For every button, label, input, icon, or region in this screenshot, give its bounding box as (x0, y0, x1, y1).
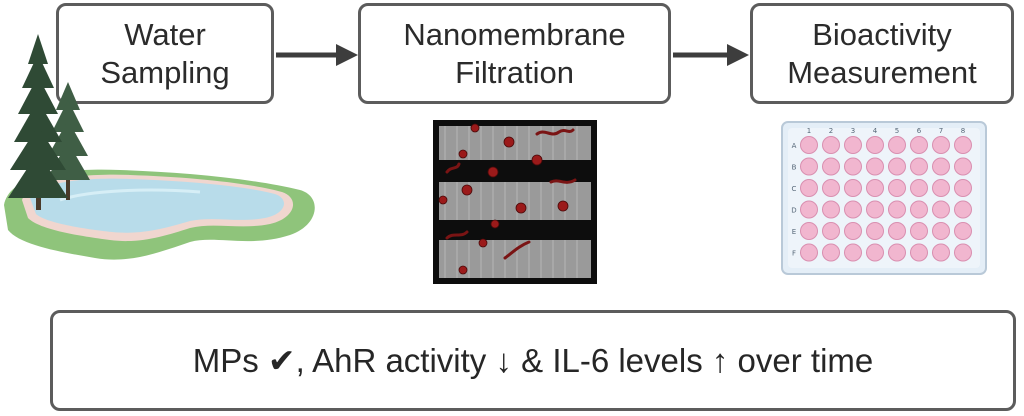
plate-well (866, 222, 884, 240)
plate-well (822, 179, 840, 197)
flow-arrow-1 (276, 44, 358, 66)
plate-well (954, 157, 972, 176)
plate-well (954, 200, 972, 219)
down-arrow-icon: ↓ (495, 341, 512, 379)
nanomembrane-filtration-box: Nanomembrane Filtration (358, 3, 671, 104)
plate-well (822, 200, 840, 219)
plate-well (866, 200, 884, 219)
nanomembrane-filtration-line2: Filtration (455, 54, 574, 90)
plate-row-label: D (791, 207, 796, 215)
bioactivity-measurement-box: Bioactivity Measurement (750, 3, 1014, 104)
plate-column-label: 6 (917, 127, 922, 135)
plate-well (844, 157, 862, 176)
plate-well (800, 200, 818, 219)
plate-well (844, 222, 862, 240)
plate-row-label: B (792, 164, 797, 172)
water-sampling-line2: Sampling (100, 54, 230, 90)
plate-column-label: 2 (829, 127, 833, 135)
plate-well (800, 136, 818, 154)
plate-well (932, 243, 950, 262)
plate-well (910, 136, 928, 154)
plate-well (954, 222, 972, 240)
plate-well (822, 222, 840, 240)
plate-row-label: E (792, 228, 796, 236)
plate-well (954, 243, 972, 262)
up-arrow-icon: ↑ (711, 341, 729, 379)
plate-well (844, 136, 862, 154)
plate-well (910, 200, 928, 219)
nanomembrane-micrograph-icon (433, 120, 597, 284)
plate-well (910, 179, 928, 197)
plate-well (932, 179, 950, 197)
conclusion-text-ahr: , AhR activity (295, 341, 496, 379)
plate-column-label: 5 (895, 127, 899, 135)
plate-well (888, 200, 906, 219)
plate-well (866, 243, 884, 262)
plate-well (822, 243, 840, 262)
plate-well (844, 179, 862, 197)
water-sampling-box: Water Sampling (56, 3, 274, 104)
conclusion-text-il6: & IL-6 levels (511, 341, 712, 379)
bioactivity-measurement-line1: Bioactivity (812, 16, 952, 52)
plate-well (888, 157, 906, 176)
plate-well (822, 157, 840, 176)
plate-well (888, 243, 906, 262)
plate-well (954, 136, 972, 154)
plate-row-label: A (792, 142, 797, 150)
conclusion-text-time: over time (728, 341, 874, 379)
plate-well (888, 136, 906, 154)
plate-well (866, 136, 884, 154)
pond-with-trees-icon (4, 34, 315, 260)
plate-well (866, 157, 884, 176)
plate-column-label: 7 (939, 127, 943, 135)
plate-well (888, 179, 906, 197)
check-mark-icon: ✔ (267, 341, 296, 379)
plate-well (822, 136, 840, 154)
plate-well (800, 243, 818, 262)
plate-well (866, 179, 884, 197)
plate-well (932, 222, 950, 240)
plate-well (910, 222, 928, 240)
conclusion-box: MPs ✔ , AhR activity ↓ & IL-6 levels ↑ o… (50, 310, 1016, 411)
plate-well (844, 200, 862, 219)
flow-arrow-2 (673, 44, 749, 66)
plate-well (932, 136, 950, 154)
plate-well (954, 179, 972, 197)
bioactivity-measurement-line2: Measurement (787, 54, 977, 90)
plate-column-label: 8 (961, 127, 965, 135)
plate-well (800, 179, 818, 197)
well-plate-icon: 1 2 3 4 5 6 7 8 A B C D E F (781, 121, 987, 275)
water-sampling-line1: Water (124, 16, 206, 52)
plate-column-label: 3 (851, 127, 855, 135)
plate-well (888, 222, 906, 240)
plate-column-label: 1 (807, 127, 811, 135)
plate-well (844, 243, 862, 262)
plate-well (932, 200, 950, 219)
conclusion-text-mps: MPs (192, 341, 268, 379)
plate-well (932, 157, 950, 176)
plate-column-label: 4 (873, 127, 878, 135)
nanomembrane-filtration-line1: Nanomembrane (403, 16, 626, 52)
plate-row-label: C (792, 185, 797, 193)
plate-well (800, 157, 818, 176)
plate-well (910, 243, 928, 262)
plate-row-label: F (792, 250, 796, 258)
plate-well (800, 222, 818, 240)
plate-well (910, 157, 928, 176)
